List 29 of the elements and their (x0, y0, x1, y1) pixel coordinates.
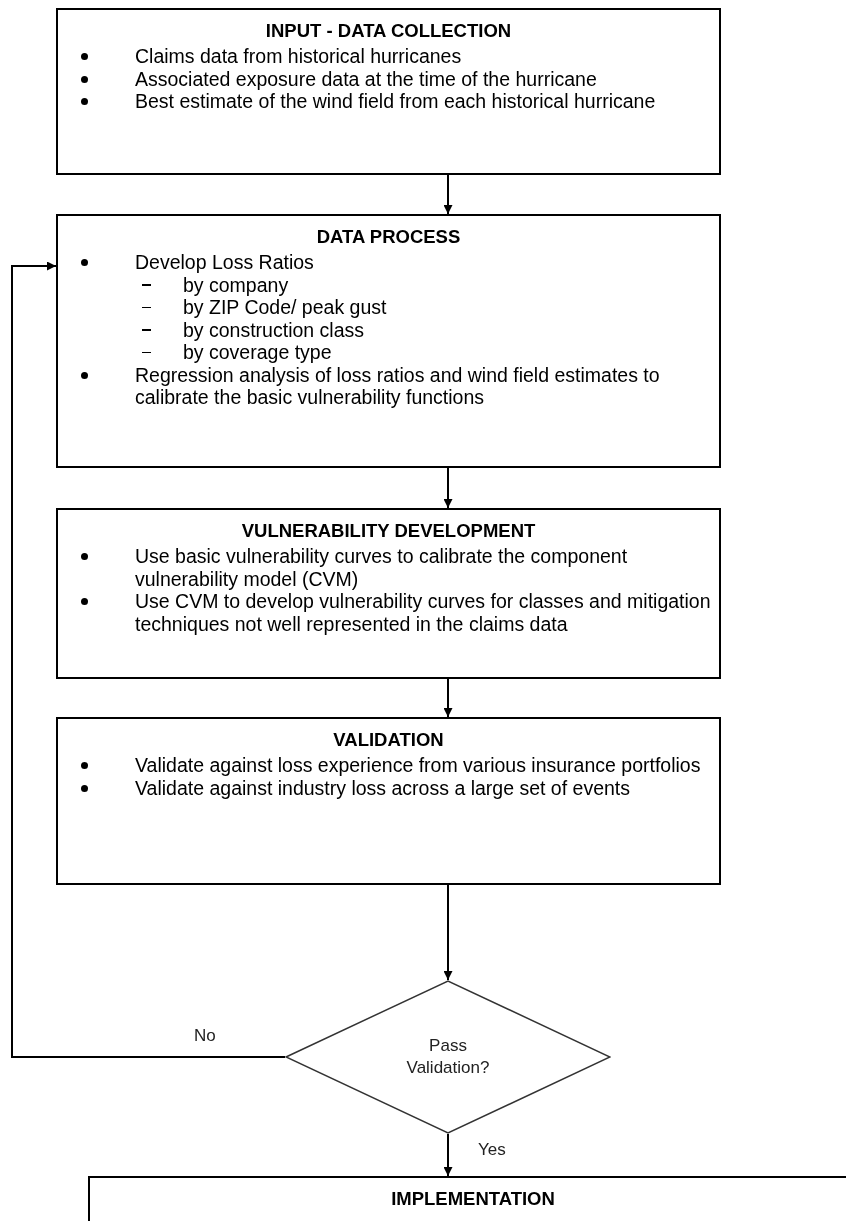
bullet-text: Regression analysis of loss ratios and wind field estimates to calibrate the basic vulnerability functions (135, 363, 661, 409)
box-heading: VALIDATION (333, 729, 444, 750)
process-box (56, 717, 721, 885)
bullet-text: Use CVM to develop vulnerability curves for classes and mitigation techniques not well represented in the claims data (135, 590, 712, 635)
arrow (443, 678, 453, 718)
bullet-text: Use basic vulnerability curves to calibrate the component vulnerability model (CVM) (135, 545, 629, 590)
arrow (443, 884, 453, 981)
sub-bullet-text: by coverage type (183, 341, 332, 364)
bullet-text: Validate against industry loss across a large set of events (135, 776, 631, 799)
box-heading: DATA PROCESS (316, 226, 461, 247)
process-box (56, 214, 721, 468)
arrow (443, 174, 453, 215)
process-box (56, 508, 721, 679)
bullet-text: Associated exposure data at the time of the hurricane (135, 67, 598, 90)
box-heading: INPUT - DATA COLLECTION (265, 20, 512, 41)
arrow (443, 467, 453, 509)
box-heading: VULNERABILITY DEVELOPMENT (241, 520, 536, 541)
box-heading: IMPLEMENTATION (391, 1188, 555, 1209)
sub-bullet-text: by company (183, 273, 289, 296)
sub-bullet-text: by construction class (183, 318, 364, 341)
bullet-text: Claims data from historical hurricanes (135, 45, 463, 68)
arrow (11, 261, 286, 1058)
decision-text: Pass Validation? (405, 1035, 491, 1079)
sub-bullet-text: by ZIP Code/ peak gust (183, 296, 387, 319)
arrow (443, 1133, 453, 1177)
bullet-text: Develop Loss Ratios (135, 251, 315, 274)
bullet-text: Best estimate of the wind field from each historical hurricane (135, 90, 657, 113)
bullet-text: Validate against loss experience from various insurance portfolios (135, 754, 702, 777)
process-box (56, 8, 721, 175)
